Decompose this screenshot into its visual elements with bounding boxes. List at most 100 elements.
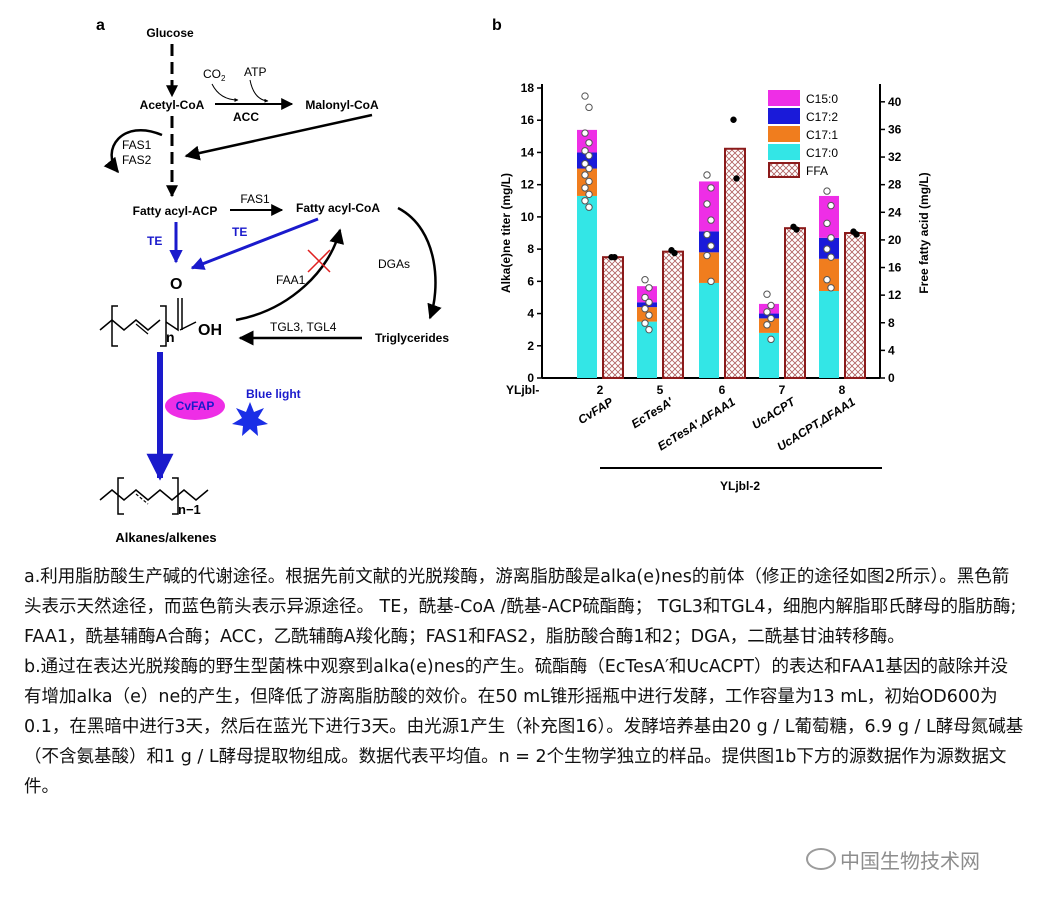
data-point-alkane-2 [581, 129, 589, 137]
data-point-alkane-7 [763, 321, 771, 329]
y-tick-label: 16 [521, 113, 535, 127]
bar-C17-0-6 [699, 282, 719, 378]
bar-ffa-7 [784, 227, 806, 379]
data-point-alkane-7 [767, 314, 775, 323]
data-point-alkane-8 [827, 284, 835, 292]
subscript-n: n [166, 329, 175, 345]
data-point-alkane-2 [585, 139, 593, 147]
data-point-alkane-8 [823, 187, 831, 195]
y-tick-label: 10 [521, 210, 535, 224]
data-point-alkane-2 [581, 197, 589, 205]
data-point-alkane-2 [585, 103, 593, 112]
data-point-alkane-5 [641, 293, 649, 302]
arrow-malonyl-fas [184, 113, 373, 161]
y-right-tick-label: 40 [888, 95, 902, 109]
blue-light-burst-icon [232, 402, 268, 436]
y-tick-label: 2 [527, 339, 534, 353]
enzyme-tgl: TGL3, TGL4 [270, 320, 337, 334]
y-right-tick-label: 8 [888, 316, 895, 330]
bar-ffa-2 [602, 256, 624, 379]
data-point-alkane-8 [827, 253, 835, 261]
data-point-ffa-2 [611, 253, 618, 261]
data-point-ffa-5 [671, 249, 678, 257]
subscript-n-minus-1: n−1 [178, 502, 201, 517]
bar-C17-1-8 [819, 258, 839, 291]
arrow-atp-in [249, 79, 269, 103]
data-point-alkane-2 [581, 147, 589, 155]
x-tick-label: 2 [597, 383, 604, 397]
arrow-faa1 [235, 228, 344, 322]
data-point-alkane-5 [645, 311, 653, 319]
legend-swatch-C17-1 [768, 126, 800, 142]
panel-a-pathway: a Glucose CO2 ATP Acetyl-CoA ACC Malonyl… [96, 17, 449, 545]
data-point-alkane-6 [707, 242, 715, 250]
data-point-alkane-7 [763, 308, 771, 316]
group-label: YLjbl-2 [720, 479, 760, 493]
x-tick-label: 7 [779, 383, 786, 397]
watermark: 中国生物技术网 [806, 845, 980, 874]
legend-swatch-C17-0 [768, 144, 800, 160]
node-malonyl-coa: Malonyl-CoA [305, 98, 379, 112]
enzyme-cvfap: CvFAP [176, 399, 215, 413]
data-point-alkane-5 [645, 284, 653, 292]
data-point-alkane-7 [767, 301, 775, 310]
y-right-tick-label: 32 [888, 150, 902, 164]
data-point-alkane-6 [703, 251, 711, 260]
node-fatty-acyl-acp: Fatty acyl-ACP [133, 204, 218, 218]
cvfap-enzyme-shape [165, 392, 225, 420]
y-right-tick-label: 20 [888, 233, 902, 247]
figure-caption: a.利用脂肪酸生产碱的代谢途径。根据先前文献的光脱羧酶，游离脂肪酸是alka(e… [24, 562, 1024, 802]
node-atp: ATP [244, 65, 266, 79]
panel-a-label: a [96, 17, 105, 34]
watermark-logo-icon [806, 848, 836, 870]
legend-swatch-C15-0 [768, 90, 800, 106]
y-axis-right-label: Free fatty acid (mg/L) [917, 172, 931, 293]
enzyme-faa1: FAA1 [276, 273, 306, 287]
data-point-alkane-6 [703, 171, 711, 179]
figure-canvas: a Glucose CO2 ATP Acetyl-CoA ACC Malonyl… [96, 17, 931, 545]
y-tick-label: 14 [521, 145, 535, 159]
arrow-dgas [397, 206, 442, 320]
category-prefix: YLjbl- [506, 383, 539, 397]
y-right-tick-label: 28 [888, 178, 902, 192]
bar-C17-0-2 [577, 195, 597, 378]
y-tick-label: 18 [521, 81, 535, 95]
data-point-alkane-2 [581, 160, 589, 168]
strain-label: EcTesA′ [629, 394, 677, 431]
legend-swatch-C17-2 [768, 108, 800, 124]
data-point-alkane-8 [823, 276, 831, 284]
y-tick-label: 12 [521, 178, 535, 192]
y-right-tick-label: 36 [888, 122, 902, 136]
atom-oh: OH [198, 322, 222, 339]
data-point-ffa-6 [733, 175, 740, 182]
legend-label: C17:0 [806, 146, 838, 160]
atom-o: O [170, 276, 182, 293]
data-point-alkane-2 [585, 177, 593, 186]
node-co2: CO2 [203, 67, 226, 83]
y-axis-label: Alka(e)ne titer (mg/L) [499, 173, 513, 293]
data-point-alkane-2 [585, 190, 593, 199]
legend-label: C17:1 [806, 128, 838, 142]
x-tick-label: 8 [839, 383, 846, 397]
bar-C17-1-6 [699, 252, 719, 283]
data-point-alkane-2 [581, 171, 589, 179]
data-point-alkane-6 [703, 230, 711, 239]
data-point-alkane-5 [641, 276, 649, 284]
data-point-alkane-5 [641, 319, 649, 327]
arrow-te-coa [190, 217, 319, 270]
data-point-alkane-6 [703, 200, 711, 208]
x-tick-label: 5 [657, 383, 664, 397]
panel-b-chart: b 02468101214161804812162024283236402CvF… [492, 17, 931, 493]
data-point-alkane-8 [823, 245, 831, 253]
arrow-co2-in [211, 83, 239, 102]
y-right-tick-label: 12 [888, 288, 902, 302]
legend-label: FFA [806, 164, 828, 178]
data-point-alkane-5 [645, 298, 653, 306]
watermark-text: 中国生物技术网 [840, 849, 980, 873]
legend-swatch-ffa [768, 162, 800, 178]
strain-label: UcACPT [749, 394, 799, 432]
data-point-alkane-5 [645, 325, 653, 334]
data-point-alkane-8 [827, 234, 835, 242]
bar-C15-0-7 [759, 303, 779, 314]
node-triglycerides: Triglycerides [375, 331, 449, 345]
